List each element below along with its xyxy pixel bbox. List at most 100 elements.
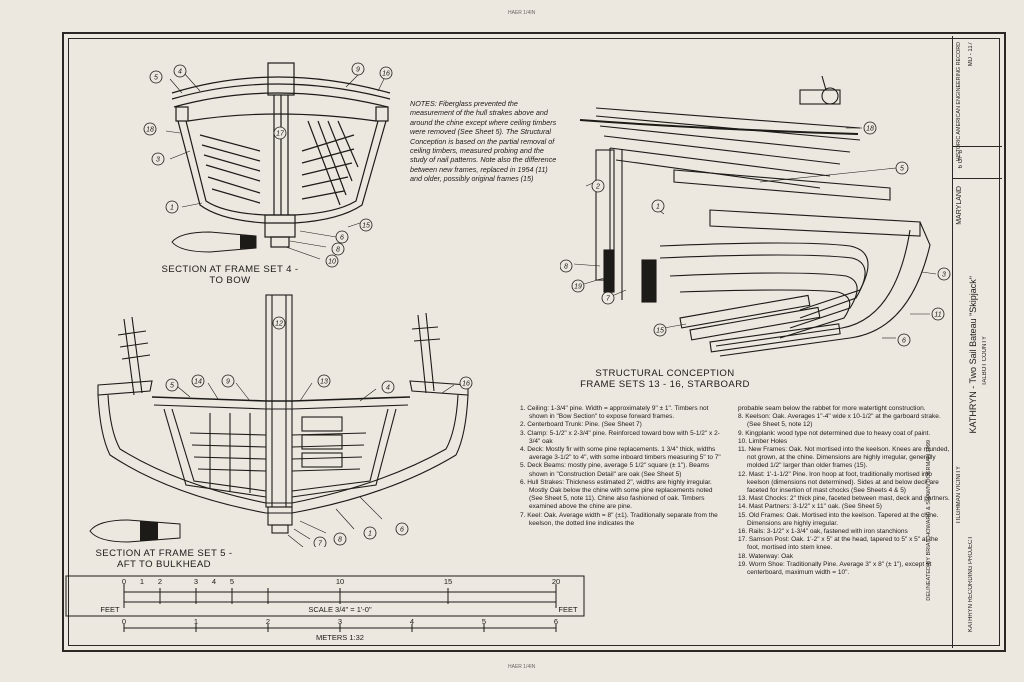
struct-callout: 1 xyxy=(656,204,660,211)
drawing-sheet xyxy=(62,32,1006,652)
scale-feet-left: FEET xyxy=(100,605,120,614)
bow-callout: 18 xyxy=(146,127,154,134)
scale-ft-tick: 10 xyxy=(336,577,344,586)
bow-callout: 17 xyxy=(276,131,285,138)
scale-m-tick: 5 xyxy=(482,617,486,626)
aft-callout: 4 xyxy=(386,385,390,392)
scale-ft-tick: 2 xyxy=(158,577,162,586)
scale-ft-tick: 3 xyxy=(194,577,198,586)
struct-callout: 5 xyxy=(900,166,904,173)
scale-ft-tick: 15 xyxy=(444,577,452,586)
bottom-edge-mark: HAER 1/4IN xyxy=(508,664,536,670)
aft-callout: 9 xyxy=(226,379,230,386)
bow-callout: 6 xyxy=(340,235,344,242)
bow-section-caption: SECTION AT FRAME SET 4 - TO BOW xyxy=(161,264,299,286)
legend-item: 12. Mast: 1'-1-1/2" Pine. Iron hoop at f… xyxy=(738,470,939,495)
bow-callout: 5 xyxy=(154,75,158,82)
scale-ft-tick: 5 xyxy=(230,577,234,586)
legend-item: 19. Worm Shoe: Traditionally Pine. Avera… xyxy=(738,560,932,577)
bow-callout: 16 xyxy=(382,71,390,78)
struct-callout: 6 xyxy=(902,338,906,345)
scale-m-tick: 3 xyxy=(338,617,342,626)
bow-callout: 1 xyxy=(170,205,174,212)
scale-m-tick: 2 xyxy=(266,617,270,626)
top-edge-mark: HAER 1/4IN xyxy=(508,10,536,16)
scale-ft-tick: 4 xyxy=(212,577,216,586)
aft-section-caption: SECTION AT FRAME SET 5 - AFT TO BULKHEAD xyxy=(95,548,233,570)
scale-ft-tick: 1 xyxy=(140,577,144,586)
legend-item: 14. Mast Partners: 3-1/2" x 11" oak. (Se… xyxy=(738,503,882,511)
struct-callout: 18 xyxy=(866,126,874,133)
legend-item: 2. Centerboard Trunk: Pine. (See Sheet 7… xyxy=(520,421,642,429)
structural-caption: STRUCTURAL CONCEPTION FRAME SETS 13 - 16… xyxy=(580,368,750,390)
bow-callout: 4 xyxy=(178,69,182,76)
survey-number: MD - 117 xyxy=(968,42,974,67)
bow-callout: 9 xyxy=(356,67,360,74)
delineator-credit: DELINEATED BY BRIAN HOWARD & SHAWN DOERM… xyxy=(926,440,932,601)
state-name: MARYLAND xyxy=(956,186,963,225)
legend-item: 8. Keelson: Oak. Averages 1"-4" wide x 1… xyxy=(738,413,941,429)
county-name: TALBOT COUNTY xyxy=(982,336,988,386)
legend-item: 3. Clamp: 5-1/2" x 2-3/4" pine. Reinforc… xyxy=(520,429,720,445)
aft-callout: 1 xyxy=(368,531,372,538)
aft-callout: 5 xyxy=(170,383,174,390)
legend-column-2: probable seam below the rabbet for more … xyxy=(738,405,950,577)
bow-callout: 3 xyxy=(156,157,160,164)
legend-item: 10. Limber Holes xyxy=(738,437,788,445)
legend-item: 1. Ceiling: 1-3/4" pine. Width = approxi… xyxy=(520,405,709,421)
scale-bars: 0 1 2 3 4 5 10 15 20 FEET FEET SCALE 3/4… xyxy=(65,575,585,642)
legend-item: probable seam below the rabbet for more … xyxy=(738,405,926,412)
legend-item: 18. Waterway: Oak xyxy=(738,552,794,560)
bow-section-drawing: 4 5 9 16 18 3 17 1 15 6 8 10 xyxy=(143,62,393,268)
scale-m-tick: 6 xyxy=(554,617,558,626)
location-name: TILGHMAN VICINITY xyxy=(956,466,962,525)
aft-callout: 16 xyxy=(462,381,470,388)
struct-callout: 19 xyxy=(574,284,582,291)
scale-m-tick: 1 xyxy=(194,617,198,626)
struct-callout: 2 xyxy=(595,184,600,191)
notes-text: NOTES: Fiberglass prevented the measurem… xyxy=(410,99,557,184)
aft-callout: 14 xyxy=(194,379,202,386)
scale-m-tick: 0 xyxy=(122,617,126,626)
legend-item: 6. Hull Strakes: Thickness estimated 2",… xyxy=(520,478,713,511)
structural-conception-drawing: 18 5 2 1 8 19 7 15 3 11 6 xyxy=(560,75,951,357)
scale-label: SCALE 3/4" = 1'-0" xyxy=(308,605,372,614)
bow-key-plan-icon xyxy=(171,231,257,253)
struct-callout: 3 xyxy=(942,272,946,279)
scale-ft-tick: 20 xyxy=(552,577,560,586)
struct-callout: 11 xyxy=(934,312,941,319)
legend-item: 13. Mast Chocks: 2" thick pine, faceted … xyxy=(738,495,950,503)
scale-m-tick: 4 xyxy=(410,617,414,626)
scale-meters-label: METERS 1:32 xyxy=(316,633,364,642)
vessel-title: KATHRYN - Two Sail Bateau "Skipjack" xyxy=(968,276,978,434)
legend-column-1: 1. Ceiling: 1-3/4" pine. Width = approxi… xyxy=(520,405,728,528)
legend-item: 15. Old Frames: Oak. Mortised into the k… xyxy=(738,511,939,527)
project-name: KATHRYN RECORDING PROJECT xyxy=(968,536,974,633)
sheet-number: 6 OF 8 xyxy=(958,150,964,169)
aft-callout: 13 xyxy=(320,379,328,386)
title-block: HISTORIC AMERICAN ENGINEERING RECORD MD … xyxy=(952,36,1002,648)
agency-name: HISTORIC AMERICAN ENGINEERING RECORD xyxy=(956,42,962,162)
legend-item: 5. Deck Beams: mostly pine, average 5 1/… xyxy=(520,462,710,478)
aft-section-drawing: 12 14 9 13 4 16 5 6 1 8 7 19 xyxy=(97,294,473,548)
drawing-frame xyxy=(68,38,1000,646)
aft-callout: 8 xyxy=(338,537,342,544)
struct-callout: 7 xyxy=(606,296,611,303)
legend-item: 16. Rails: 3-1/2" x 1-3/4" oak, fastened… xyxy=(738,528,908,536)
aft-callout: 12 xyxy=(275,321,283,328)
struct-callout: 15 xyxy=(656,328,664,335)
aft-key-plan-icon xyxy=(89,519,181,543)
bow-callout: 15 xyxy=(362,223,370,230)
bow-callout: 10 xyxy=(328,259,336,266)
legend-item: 11. New Frames: Oak. Not mortised into t… xyxy=(738,446,950,470)
aft-callout: 7 xyxy=(318,541,323,548)
legend-item: 17. Samson Post: Oak. 1'-2" x 5" at the … xyxy=(738,536,939,552)
aft-callout: 6 xyxy=(400,527,404,534)
struct-callout: 8 xyxy=(564,264,568,271)
scale-ft-tick: 0 xyxy=(122,577,126,586)
legend-item: 4. Deck: Mostly fir with some pine repla… xyxy=(520,446,721,462)
scale-feet-right: FEET xyxy=(558,605,578,614)
legend-item: 9. Kingplank: wood type not determined d… xyxy=(738,429,931,437)
bow-callout: 8 xyxy=(336,247,340,254)
legend-item: 7. Keel: Oak. Average width = 8" (±1). T… xyxy=(520,511,718,527)
